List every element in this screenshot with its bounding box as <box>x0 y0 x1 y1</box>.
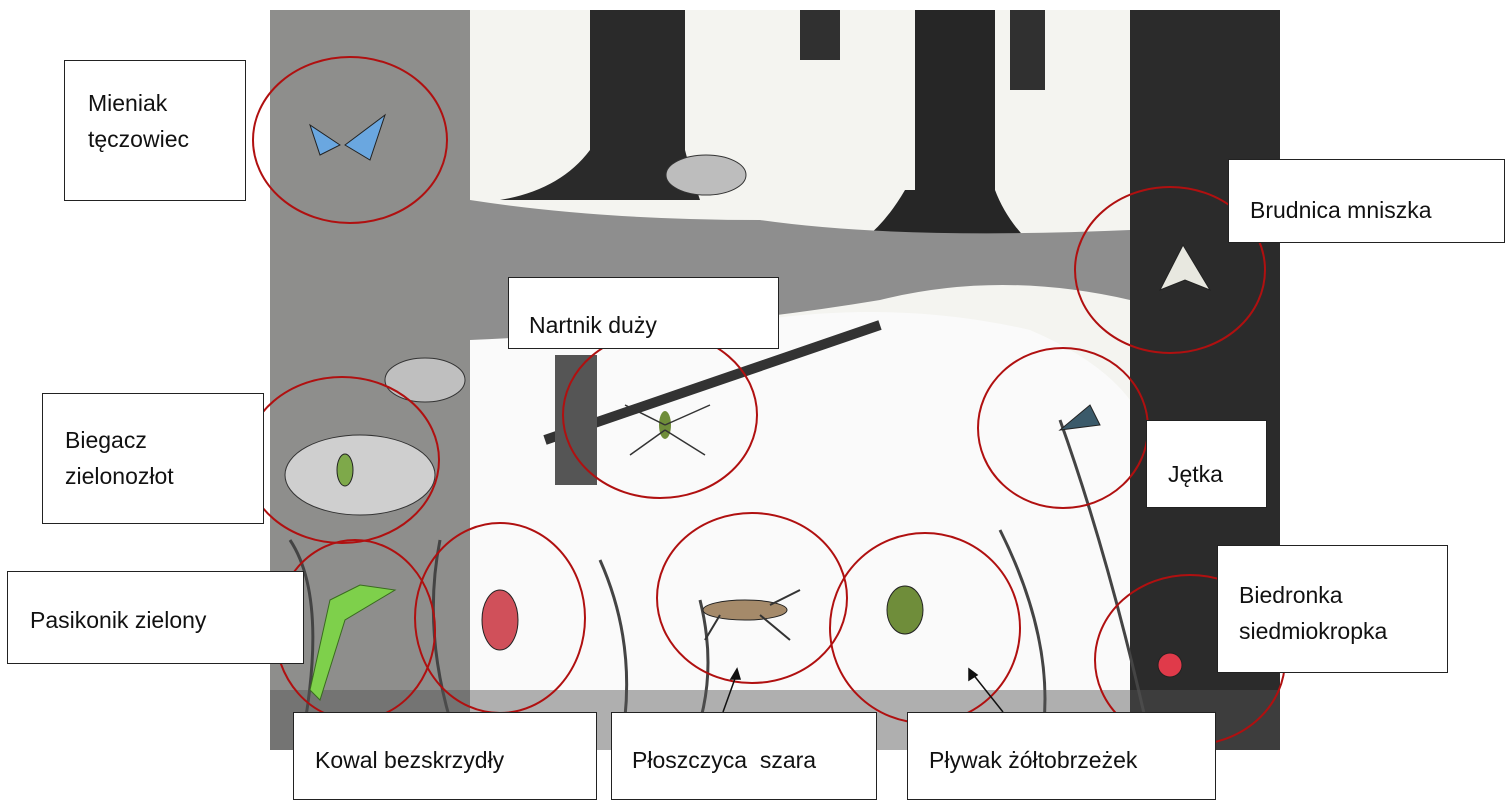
label-kowal-bezskrzydly: Kowal bezskrzydły <box>293 712 597 800</box>
label-plywak-zoltobrzezek: Pływak żółtobrzeżek <box>907 712 1216 800</box>
label-biegacz-zielonozlot: Biegacz zielonozłot <box>42 393 264 524</box>
label-biedronka-siedmiokropka: Biedronka siedmiokropka <box>1217 545 1448 673</box>
label-nartnik-duzy: Nartnik duży <box>508 277 779 349</box>
label-brudnica-mniszka: Brudnica mniszka <box>1228 159 1505 243</box>
diving-beetle-icon <box>887 586 923 634</box>
forest-background <box>270 10 1280 750</box>
label-ploszczyca-szara: Płoszczyca szara <box>611 712 877 800</box>
label-jetka: Jętka <box>1146 420 1267 508</box>
label-pasikonik-zielony: Pasikonik zielony <box>7 571 304 664</box>
label-mieniak-teczowiec: Mieniak tęczowiec <box>64 60 246 201</box>
ladybug-icon <box>1158 653 1182 677</box>
ground-beetle-icon <box>337 454 353 486</box>
firebug-icon <box>482 590 518 650</box>
